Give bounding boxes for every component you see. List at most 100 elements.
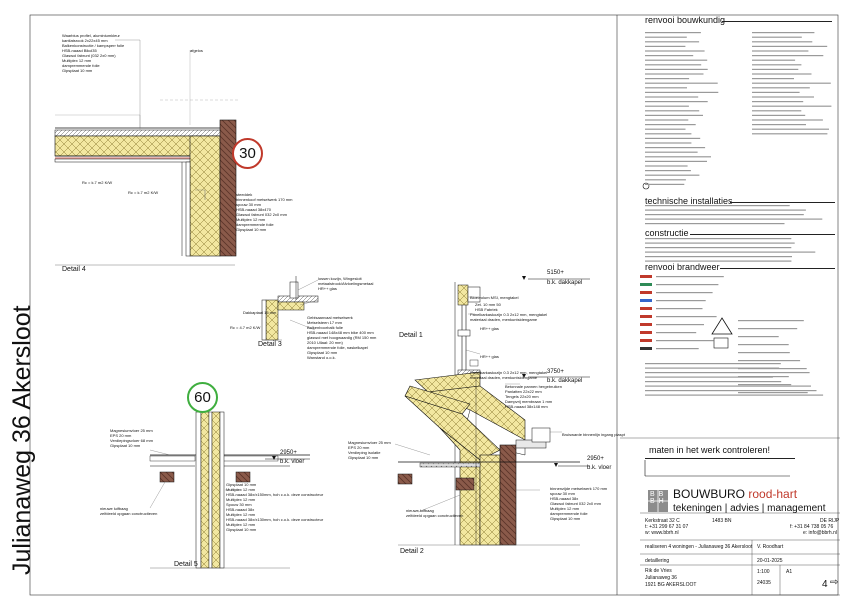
tb-sheet: 4 [822, 579, 828, 590]
legend-text-line [752, 114, 806, 116]
brandweer-text-line [738, 376, 789, 378]
company-fax: f: +31 84 738 05 76 [790, 524, 834, 530]
company-city: DE RIJP [820, 518, 840, 524]
legend-text-line [752, 41, 813, 43]
brandweer-text-line [656, 340, 714, 342]
annotation-d1-d: HR++ glas [480, 326, 499, 331]
tb-client2: Julianaweg 36 [645, 575, 677, 581]
annotation-d1-e: Panelkarkaskozijn 0.3 2x12 mm, mengtakel… [470, 370, 548, 380]
other-text-lines [645, 205, 824, 396]
legend-text-line [752, 124, 806, 126]
detail-5-label: Detail 5 [174, 561, 198, 568]
legend-text-line [752, 119, 823, 121]
annotation-d3-b: Gebisaanvaal metselwerk Metselsteen 17 m… [307, 315, 377, 360]
tb-format: A1 [786, 569, 793, 575]
level-vloer2-value: 2950+ [587, 456, 604, 462]
company-tagline: tekeningen | advies | management [673, 503, 826, 514]
brandweer-text-line [738, 392, 808, 394]
brandweer-text-line [738, 368, 807, 370]
annotation-d3-rc: Rc = 4.7 m2 K/W [230, 325, 261, 330]
legend-text-line [645, 372, 810, 374]
section-installaties: technische installaties [645, 196, 733, 206]
legend-text-line [752, 82, 831, 84]
legend-text-line [645, 390, 817, 392]
detail-2-floor [397, 461, 420, 546]
company-name-accent: rood-hart [748, 487, 798, 501]
legend-text-line [645, 160, 707, 162]
legend-text-line [752, 55, 824, 57]
brandweer-text-line [656, 316, 717, 318]
legend-text-line [752, 36, 802, 38]
legend-text-line [645, 205, 790, 207]
annotation-d3-a: lossen kozijn, Wingesloit metaalstrook/A… [318, 276, 374, 291]
titleblock-grid [640, 512, 840, 596]
legend-text-line [645, 87, 687, 89]
annotation-d1-a: Bloeivolum MSI, mengtakel [470, 295, 519, 300]
leader-lines [115, 39, 562, 513]
callout-bubble-60: 60 [187, 382, 218, 413]
annotation-d4-rc1: Rc = k.7 m2 K/W [82, 180, 113, 185]
legend-text-line [752, 96, 814, 98]
annotation-d3-c: Dakkaptaal 15 mm [243, 310, 277, 315]
section-constructie: constructie [645, 228, 689, 238]
legend-text-line [645, 68, 708, 70]
brandweer-text-line [738, 384, 792, 386]
detail-4-drawing [54, 50, 240, 266]
tb-number: 24035 [757, 580, 771, 586]
legend-text-line [645, 91, 719, 93]
brandweer-text-line [656, 292, 713, 294]
legend-text-line [645, 156, 711, 158]
detail-5-drawing [149, 411, 310, 569]
legend-text-line [645, 394, 824, 396]
tb-date: 20-01-2025 [757, 558, 783, 564]
section-check: maten in het werk controleren! [649, 445, 771, 455]
legend-text-line [645, 45, 686, 47]
legend-text-line [645, 165, 688, 167]
legend-text-line [645, 41, 700, 43]
legend-text-line [752, 87, 810, 89]
annotation-d5-b: nieuwe luifbaag zelfdeeld opgaan conctru… [100, 506, 158, 516]
legend-text-line [752, 101, 804, 103]
legend-text-line [645, 381, 782, 383]
brandweer-text-line [656, 284, 719, 286]
detail-3-drawing [261, 276, 319, 341]
annotation-d1-f: HR++ glas [480, 354, 499, 359]
legend-text-line [645, 142, 692, 144]
legend-text-line [645, 256, 792, 258]
annotation-d4-wall: steeddek binnenkoof metselwerk 170 mm sp… [236, 192, 293, 232]
legend-text-line [645, 260, 792, 262]
legend-text-line [645, 218, 823, 220]
legend-text-line [645, 50, 705, 52]
legend-text-line [752, 50, 809, 52]
annotation-d1-c: Panelkarkaskozijn 0.3 2x12 mm, mengtakel… [470, 312, 548, 322]
legend-text-line [645, 96, 699, 98]
annotation-d2-c: binnenzijde metselwerk 170 mm spouw 30 m… [550, 486, 608, 521]
legend-text-line [645, 174, 700, 176]
legend-text-line [645, 55, 694, 57]
brandweer-text-line [656, 332, 697, 334]
brandweer-text-line [738, 360, 801, 362]
legend-text-line [645, 32, 701, 34]
legend-text-line [752, 64, 802, 66]
detail-1-2-drawing [404, 276, 590, 546]
legend-text-line [645, 223, 785, 225]
legend-text-line [752, 128, 829, 130]
project-title: Julianaweg 36 Akersloot [8, 305, 36, 575]
legend-text-line [645, 242, 795, 244]
legend-text-line [645, 101, 708, 103]
company-phone: t: +31 299 67 31 07 [645, 524, 689, 530]
annotation-d4-roof: Waarbius profiel, aluminiumkleur kantlat… [62, 33, 125, 73]
north-arrow-icon: ⇨ [830, 577, 839, 588]
section-brandweer: renvooi brandweer [645, 262, 720, 272]
brandweer-text-line [656, 324, 704, 326]
legend-text-line [645, 119, 689, 121]
legend-text-line [645, 59, 708, 61]
company-zip: 1483 BN [712, 518, 732, 524]
legend-text-line [752, 110, 802, 112]
brandweer-text-line [656, 276, 724, 278]
level-vloer1-label: b.k. vloer [280, 459, 305, 465]
legend-text-line [752, 32, 815, 34]
tb-scale: 1:100 [757, 569, 770, 575]
